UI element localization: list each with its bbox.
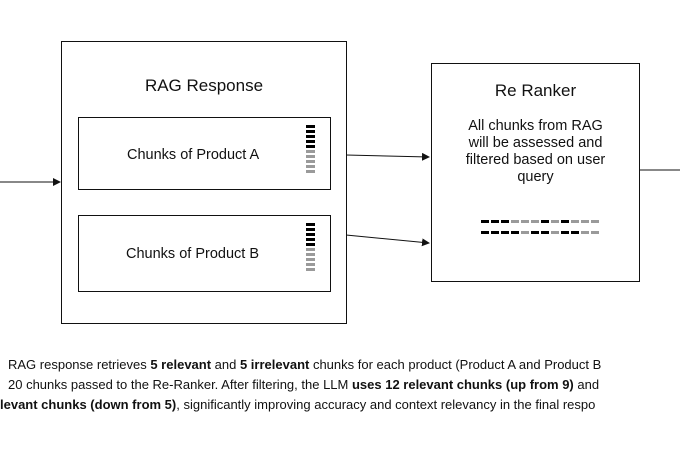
product-a-chunk-stack — [306, 125, 315, 175]
product-a-label: Chunks of Product A — [127, 147, 260, 163]
chunk-irrelevant — [306, 150, 315, 153]
caption-span: and — [573, 377, 600, 392]
chunk-relevant — [306, 140, 315, 143]
product-a-box: Chunks of Product A — [78, 117, 331, 190]
product-b-label: Chunks of Product B — [126, 246, 259, 262]
caption-bold: 5 relevant — [150, 357, 212, 372]
caption-line-2: 20 chunks passed to the Re-Ranker. After… — [0, 375, 680, 395]
chunk-relevant — [306, 243, 315, 246]
caption-line-3: levant chunks (down from 5), significant… — [0, 395, 680, 415]
caption-span: chunks for each product (Product A and P… — [309, 357, 602, 372]
caption-span: , significantly improving accuracy and c… — [176, 397, 596, 412]
chunk-irrelevant — [306, 160, 315, 163]
caption-bold: 5 irrelevant — [239, 357, 310, 372]
reranker-desc-line: filtered based on user — [465, 152, 606, 168]
chunk-irrelevant — [306, 248, 315, 251]
caption-text: RAG response retrieves 5 relevant and 5 … — [0, 355, 680, 415]
chunk-relevant — [306, 125, 315, 128]
chunk-irrelevant — [306, 268, 315, 271]
product-b-chunk-stack — [306, 223, 315, 273]
chunk-relevant — [306, 233, 315, 236]
caption-line-1: RAG response retrieves 5 relevant and 5 … — [0, 355, 680, 375]
chunk-relevant — [306, 145, 315, 148]
product-b-arrow — [345, 234, 430, 247]
reranker-desc-line: will be assessed and — [468, 135, 603, 151]
chunk-irrelevant — [306, 263, 315, 266]
reranker-box: Re Ranker All chunks from RAG will be as… — [431, 63, 640, 282]
chunk-relevant — [306, 228, 315, 231]
product-b-box: Chunks of Product B — [78, 215, 331, 292]
chunk-irrelevant — [306, 258, 315, 261]
chunk-irrelevant — [306, 155, 315, 158]
caption-span: 20 chunks passed to the Re-Ranker. After… — [8, 377, 352, 392]
rag-response-title: RAG Response — [144, 76, 264, 95]
reranker-title: Re Ranker — [494, 81, 577, 100]
reranker-desc-line: All chunks from RAG — [468, 118, 603, 134]
chunk-relevant — [306, 223, 315, 226]
chunk-irrelevant — [306, 253, 315, 256]
chunk-relevant — [306, 135, 315, 138]
product-a-arrow — [345, 152, 430, 161]
reranker-desc-line: query — [517, 169, 554, 185]
filtered-chunks-icon — [481, 220, 599, 234]
chunk-relevant — [306, 130, 315, 133]
caption-bold: levant chunks (down from 5) — [0, 397, 177, 412]
rag-response-box: RAG Response Chunks of Product A Chunks … — [61, 41, 347, 324]
caption-bold: uses 12 relevant chunks (up from 9) — [351, 377, 574, 392]
reranker-description: All chunks from RAG will be assessed and… — [432, 118, 639, 186]
chunk-irrelevant — [306, 165, 315, 168]
chunk-irrelevant — [306, 170, 315, 173]
caption-span: RAG response retrieves — [8, 357, 151, 372]
chunk-relevant — [306, 238, 315, 241]
caption-span: and — [211, 357, 240, 372]
